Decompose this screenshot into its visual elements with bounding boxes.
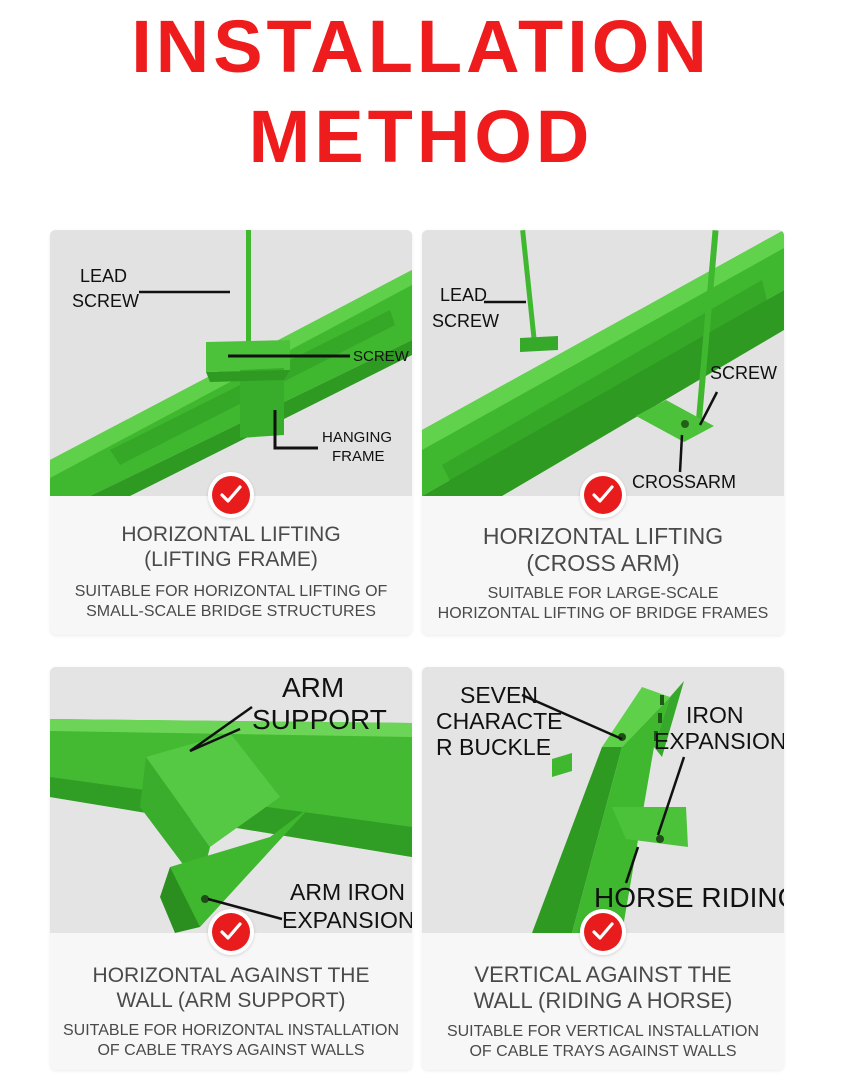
card-subtext-1: SUITABLE FOR LARGE-SCALE: [487, 585, 719, 602]
riding-horse-photo: SEVEN CHARACTE R BUCKLE IRON EXPANSION H…: [422, 667, 784, 933]
card-subtext-1: SUITABLE FOR VERTICAL INSTALLATION: [446, 1023, 760, 1040]
card-subtext-1: SUITABLE FOR HORIZONTAL INSTALLATION: [62, 1022, 400, 1039]
label-iron: IRON: [686, 702, 744, 728]
label-characte: CHARACTE: [436, 708, 563, 734]
label-lead-screw-2: SCREW: [432, 311, 499, 331]
label-arm: ARM: [282, 672, 345, 703]
card-text-panel: VERTICAL AGAINST THE WALL (RIDING A HORS…: [422, 933, 784, 1070]
check-badge: [208, 472, 254, 518]
cross-arm-photo: LEAD SCREW SCREW CROSSARM: [422, 230, 784, 496]
label-hanging: HANGING: [322, 429, 393, 446]
label-expansion: EXPANSION: [282, 907, 412, 933]
card-heading-2: (LIFTING FRAME): [144, 548, 318, 571]
label-horse-riding: HORSE RIDING: [594, 882, 784, 913]
label-support: SUPPORT: [252, 704, 387, 735]
card-subtext-1: SUITABLE FOR HORIZONTAL LIFTING OF: [74, 583, 388, 600]
card-subtext-2: HORIZONTAL LIFTING OF BRIDGE FRAMES: [437, 605, 769, 622]
label-expansion: EXPANSION: [654, 728, 784, 754]
card-heading-1: HORIZONTAL LIFTING: [482, 523, 724, 549]
label-screw: SCREW: [353, 348, 409, 365]
label-lead-screw-2: SCREW: [72, 291, 139, 311]
card-arm-support: ARM SUPPORT ARM IRON EXPANSION HORIZONTA…: [50, 667, 412, 1070]
page-title-line-1: INSTALLATION: [131, 5, 711, 88]
check-badge: [208, 909, 254, 955]
check-mark-icon: [592, 485, 614, 503]
card-heading-1: HORIZONTAL AGAINST THE: [92, 964, 370, 987]
page-title-line-2: METHOD: [248, 95, 594, 178]
check-badge: [580, 472, 626, 518]
label-frame: FRAME: [332, 448, 385, 465]
arm-support-photo: ARM SUPPORT ARM IRON EXPANSION: [50, 667, 412, 933]
lifting-frame-photo: LEAD SCREW SCREW HANGING FRAME: [50, 230, 412, 496]
check-badge: [580, 909, 626, 955]
card-cross-arm: LEAD SCREW SCREW CROSSARM HORIZONTAL LIF…: [422, 230, 784, 635]
card-text-panel: HORIZONTAL LIFTING (CROSS ARM) SUITABLE …: [422, 496, 784, 635]
label-screw: SCREW: [710, 363, 777, 383]
label-r-buckle: R BUCKLE: [436, 734, 552, 760]
label-lead-screw-1: LEAD: [440, 285, 488, 305]
label-arm-iron: ARM IRON: [290, 879, 405, 905]
card-heading-2: (CROSS ARM): [526, 550, 680, 576]
card-heading-1: HORIZONTAL LIFTING: [121, 523, 341, 546]
card-subtext-2: SMALL-SCALE BRIDGE STRUCTURES: [86, 603, 376, 620]
card-heading-2: WALL (RIDING A HORSE): [473, 988, 733, 1013]
card-subtext-2: OF CABLE TRAYS AGAINST WALLS: [97, 1042, 365, 1059]
check-mark-icon: [592, 922, 614, 940]
card-heading-2: WALL (ARM SUPPORT): [116, 989, 346, 1012]
label-lead-screw-1: LEAD: [80, 266, 128, 286]
card-lifting-frame: LEAD SCREW SCREW HANGING FRAME HORIZONTA…: [50, 230, 412, 635]
card-heading-1: VERTICAL AGAINST THE: [474, 962, 732, 987]
card-subtext-2: OF CABLE TRAYS AGAINST WALLS: [469, 1043, 737, 1060]
label-seven: SEVEN: [460, 682, 538, 708]
card-text-panel: HORIZONTAL AGAINST THE WALL (ARM SUPPORT…: [50, 933, 412, 1070]
card-riding-horse: SEVEN CHARACTE R BUCKLE IRON EXPANSION H…: [422, 667, 784, 1070]
check-mark-icon: [220, 922, 242, 940]
check-mark-icon: [220, 485, 242, 503]
label-crossarm: CROSSARM: [632, 472, 737, 492]
card-text-panel: HORIZONTAL LIFTING (LIFTING FRAME) SUITA…: [50, 496, 412, 635]
